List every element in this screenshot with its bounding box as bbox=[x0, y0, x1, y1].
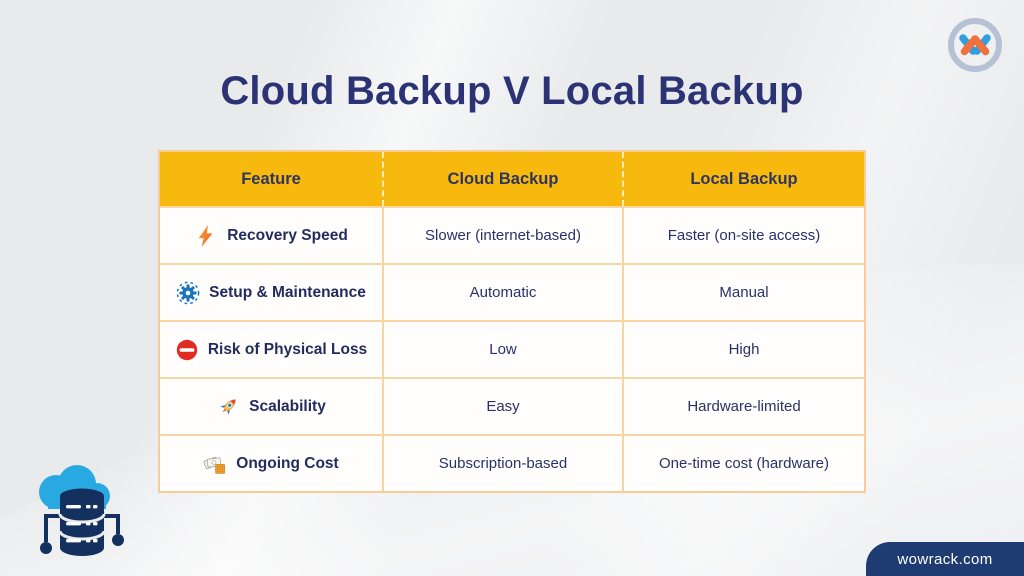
local-value-cell: Manual bbox=[624, 263, 864, 320]
feature-label: Setup & Maintenance bbox=[209, 283, 366, 301]
comparison-table: Feature Cloud Backup Local Backup Recove… bbox=[158, 150, 866, 493]
cloud-database-icon bbox=[20, 458, 130, 566]
column-header-feature: Feature bbox=[160, 152, 384, 206]
lightning-icon bbox=[194, 224, 218, 248]
table-header-row: Feature Cloud Backup Local Backup bbox=[160, 152, 864, 206]
feature-cell: Setup & Maintenance bbox=[160, 263, 384, 320]
column-header-local-backup: Local Backup bbox=[624, 152, 864, 206]
feature-cell: Recovery Speed bbox=[160, 206, 384, 263]
cloud-value-cell: Slower (internet-based) bbox=[384, 206, 624, 263]
table-row: Risk of Physical Loss Low High bbox=[160, 320, 864, 377]
table-row: Setup & Maintenance Automatic Manual bbox=[160, 263, 864, 320]
no-entry-icon bbox=[175, 338, 199, 362]
table-row: Scalability Easy Hardware-limited bbox=[160, 377, 864, 434]
cloud-value-cell: Easy bbox=[384, 377, 624, 434]
website-banner: wowrack.com bbox=[866, 542, 1024, 576]
table-row: Ongoing Cost Subscription-based One-time… bbox=[160, 434, 864, 491]
cloud-value-cell: Low bbox=[384, 320, 624, 377]
page-title: Cloud Backup V Local Backup bbox=[220, 69, 804, 113]
feature-cell: Scalability bbox=[160, 377, 384, 434]
feature-label: Ongoing Cost bbox=[236, 454, 339, 472]
local-value-cell: Faster (on-site access) bbox=[624, 206, 864, 263]
feature-cell: Ongoing Cost bbox=[160, 434, 384, 491]
local-value-cell: High bbox=[624, 320, 864, 377]
website-url: wowrack.com bbox=[897, 550, 993, 568]
feature-label: Recovery Speed bbox=[227, 226, 348, 244]
table-row: Recovery Speed Slower (internet-based) F… bbox=[160, 206, 864, 263]
column-header-cloud-backup: Cloud Backup bbox=[384, 152, 624, 206]
cloud-value-cell: Automatic bbox=[384, 263, 624, 320]
wowrack-logo-icon bbox=[944, 14, 1006, 76]
local-value-cell: One-time cost (hardware) bbox=[624, 434, 864, 491]
feature-cell: Risk of Physical Loss bbox=[160, 320, 384, 377]
local-value-cell: Hardware-limited bbox=[624, 377, 864, 434]
feature-label: Risk of Physical Loss bbox=[207, 340, 368, 358]
money-icon bbox=[203, 452, 227, 476]
cloud-value-cell: Subscription-based bbox=[384, 434, 624, 491]
feature-label: Scalability bbox=[249, 397, 326, 415]
rocket-icon bbox=[216, 395, 240, 419]
gear-icon bbox=[176, 281, 200, 305]
